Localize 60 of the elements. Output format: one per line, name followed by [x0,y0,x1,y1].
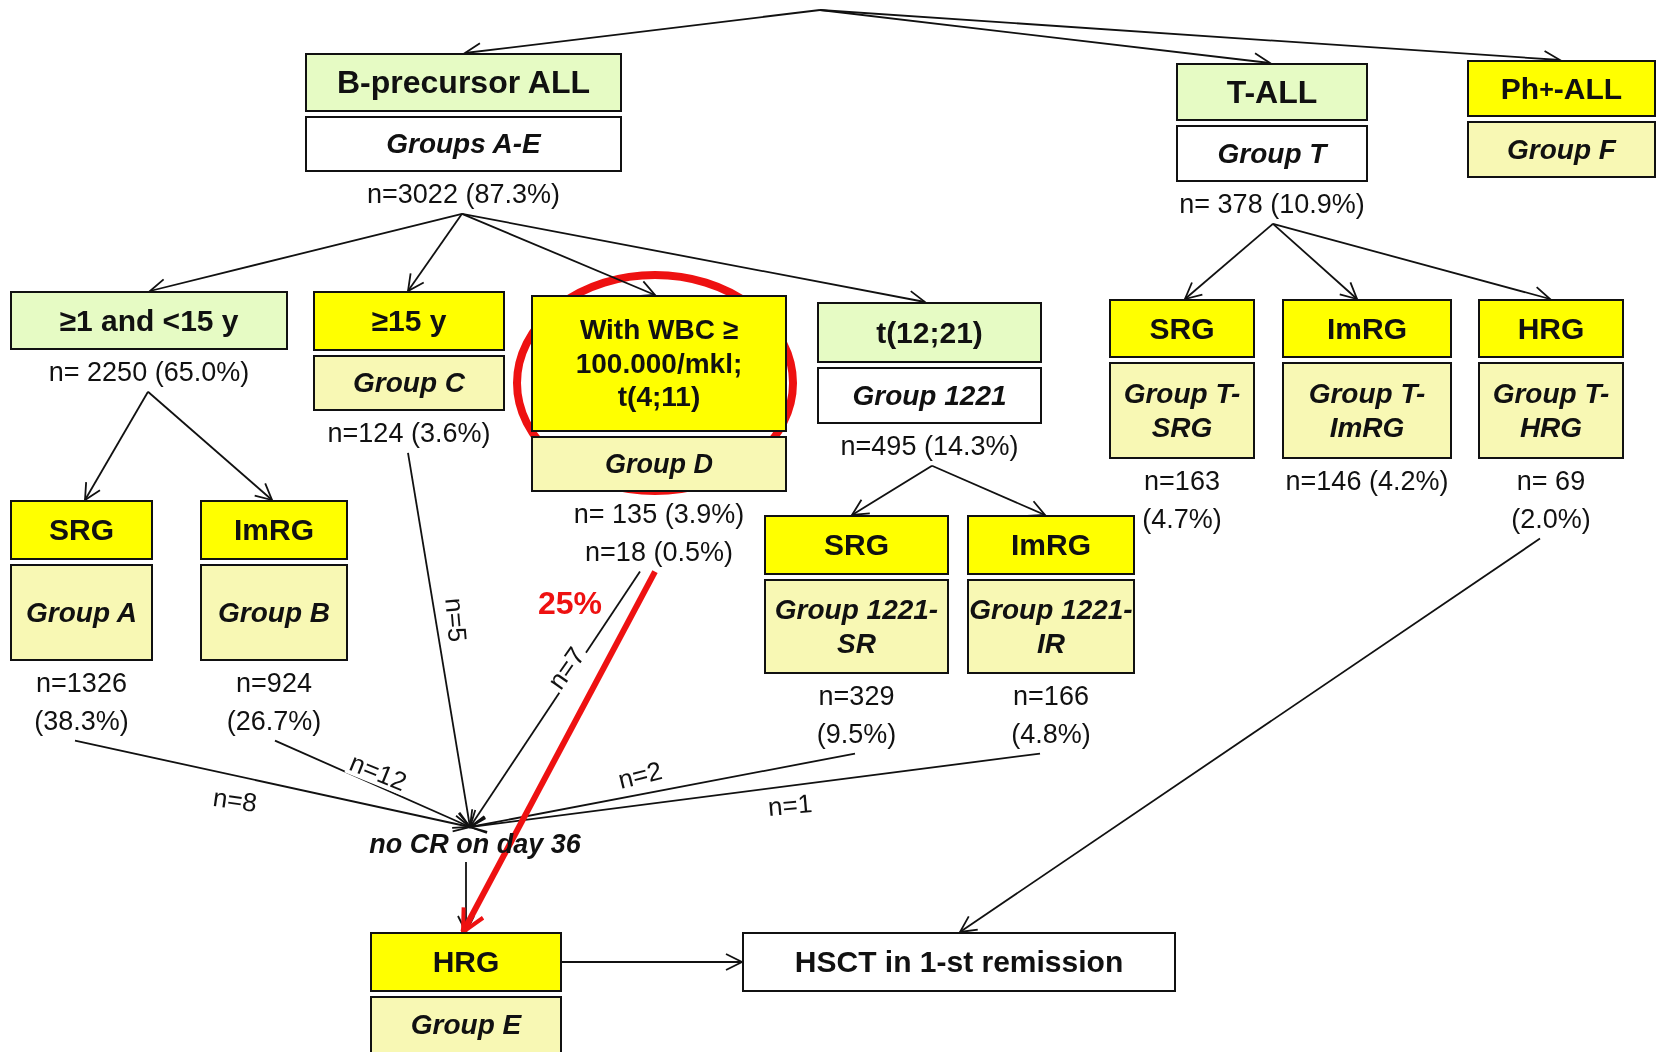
group-label-panel: Group A [10,564,153,661]
category-header: SRG [1109,299,1255,358]
count-label: n=166 (4.8%) [1010,680,1092,751]
category-header: HRG [1478,299,1624,358]
category-header: ≥15 y [313,291,505,351]
edge-label: 25% [537,587,604,619]
arrow [147,390,273,501]
category-header: ImRG [1282,299,1452,358]
arrow [851,464,933,516]
count-label: n=18 (0.5%) [584,535,734,569]
arrow [931,464,1046,517]
count-label: n= 135 (3.9%) [572,498,746,531]
arrow [407,212,463,292]
group-label-panel: Group F [1467,121,1656,178]
count-label: n=924 (26.7%) [225,667,323,738]
group-label-panel: Group 1221-SR [764,579,949,674]
category-header: HRG [370,932,562,992]
group-label-panel: Group T [1176,125,1368,182]
group-label-panel: Group D [531,436,787,492]
category-header: ImRG [967,515,1135,575]
group-label-panel: Group 1221-IR [967,579,1135,674]
arrow [274,739,471,829]
arrow [460,570,658,934]
arrow [1184,222,1274,300]
count-label: n=1326 (38.3%) [33,667,130,738]
arrow [461,212,656,298]
category-header: SRG [764,515,949,575]
arrow [74,739,471,833]
arrow [469,752,1041,834]
arrow [469,752,856,833]
count-label: n=163 (4.7%) [1141,465,1223,536]
arrow [959,537,1541,933]
arrow [407,451,477,828]
group-label-panel: Groups A-E [305,116,622,172]
category-header: HSCT in 1-st remission [742,932,1176,992]
category-header: SRG [10,500,153,560]
group-label-panel: Group E [370,996,562,1052]
category-header: ≥1 and <15 y [10,291,288,350]
count-label: n=495 (14.3%) [839,430,1020,463]
category-header: t(12;21) [817,302,1042,363]
count-label: n= 378 (10.9%) [1178,188,1366,221]
category-header: With WBC ≥ 100.000/mkl; t(4;11) [531,295,787,432]
group-label-panel: Group B [200,564,348,661]
group-label-panel: Group 1221 [817,367,1042,424]
category-header: T-ALL [1176,63,1368,121]
count-label: n= 69 (2.0%) [1510,465,1592,536]
count-label: n= 2250 (65.0%) [47,356,251,389]
group-label-panel: Group T-SRG [1109,362,1255,459]
count-label: n=124 (3.6%) [326,417,492,450]
arrow [1272,222,1358,300]
arrow [561,953,743,971]
group-label-panel: Group T-ImRG [1282,362,1452,459]
category-header: ImRG [200,500,348,560]
group-label-panel: Group C [313,355,505,411]
group-label-panel: Group T-HRG [1478,362,1624,459]
count-label: n=3022 (87.3%) [366,178,561,211]
arrow [84,390,149,501]
count-label: n=146 (4.2%) [1284,465,1450,498]
category-header: B-precursor ALL [305,53,622,112]
count-label: n=329 (9.5%) [815,680,898,751]
